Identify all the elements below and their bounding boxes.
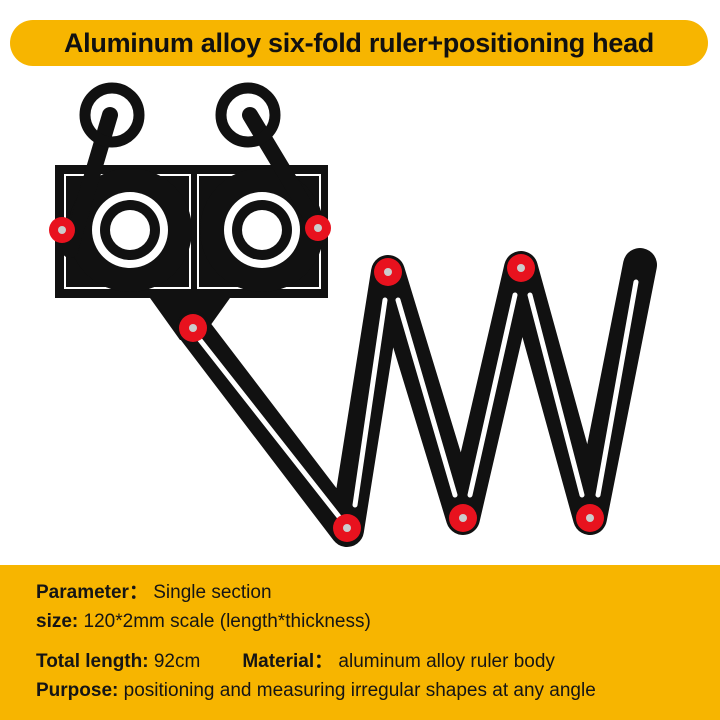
spec-value: 120*2mm scale (length*thickness) bbox=[83, 611, 371, 632]
spec-value: positioning and measuring irregular shap… bbox=[123, 680, 596, 701]
spec-value: 92cm bbox=[153, 651, 201, 672]
spec-label: Purpose: bbox=[36, 680, 119, 701]
spec-purpose: Purpose: positioning and measuring irreg… bbox=[36, 680, 596, 702]
spec-value: Single section bbox=[153, 582, 272, 603]
spec-value: aluminum alloy ruler body bbox=[338, 651, 555, 672]
product-image bbox=[49, 82, 657, 547]
spec-parameter: Parameter： Single section bbox=[36, 577, 272, 604]
spec-label: Material： bbox=[242, 651, 334, 672]
spec-label: Parameter： bbox=[36, 582, 148, 603]
title-text: Aluminum alloy six-fold ruler+positionin… bbox=[63, 27, 654, 58]
spec-size: size: 120*2mm scale (length*thickness) bbox=[36, 611, 371, 633]
spec-length-material: Total length: 92cm Material： aluminum all… bbox=[36, 646, 555, 673]
positioning-head bbox=[55, 82, 328, 340]
spec-label: Total length: bbox=[36, 651, 149, 672]
specs-panel: Parameter： Single section size: 120*2mm … bbox=[0, 565, 720, 720]
folding-ruler bbox=[176, 248, 657, 547]
title-banner: Aluminum alloy six-fold ruler+positionin… bbox=[10, 20, 708, 66]
spec-label: size: bbox=[36, 611, 79, 632]
joint-knobs bbox=[49, 215, 604, 542]
